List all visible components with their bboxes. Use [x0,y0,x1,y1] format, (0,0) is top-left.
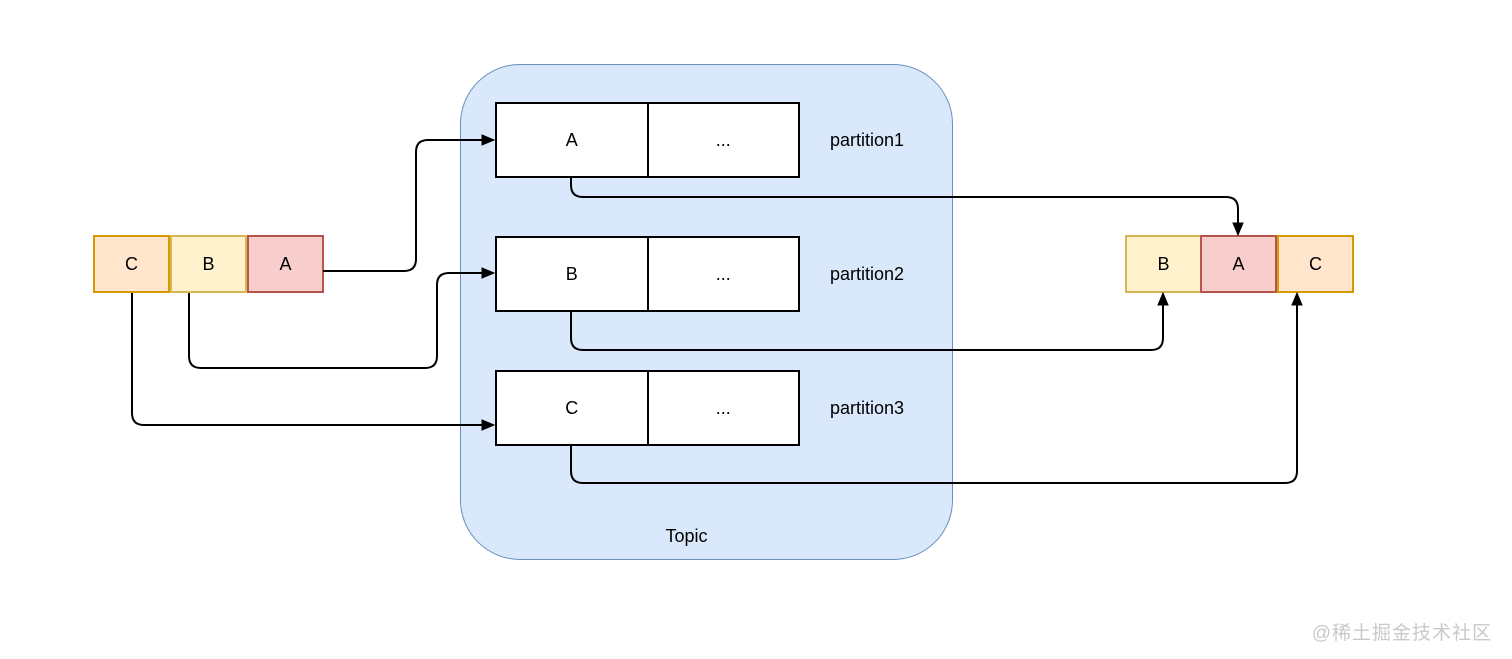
consumer-cell-b: B [1125,235,1202,293]
partition1-label: partition1 [830,129,905,150]
consumer-cell-c: C [1277,235,1354,293]
topic-label: Topic [665,526,708,546]
arrow-producer-a-to-partition1 [323,140,483,272]
partition2-rest-cell: ... [715,263,731,284]
partition3-box: C ... [495,370,800,446]
partition2-head-cell: B [497,238,649,310]
arrow-producer-c-to-partition3 [131,293,483,425]
partition3-label: partition3 [830,397,905,418]
watermark-text: @稀土掘金技术社区 [1311,623,1492,644]
partition3-rest-cell: ... [715,397,731,418]
producer-cell-c: C [93,235,170,293]
partition2-label: partition2 [830,263,905,284]
partition3-head-cell: C [497,372,649,444]
partition2-box: B ... [495,236,800,312]
producer-cell-b: B [170,235,247,293]
consumer-cell-a: A [1200,235,1277,293]
partition1-head-cell: A [497,104,649,176]
partition1-box: A ... [495,102,800,178]
partition1-rest-cell: ... [715,129,731,150]
producer-cell-a: A [247,235,324,293]
